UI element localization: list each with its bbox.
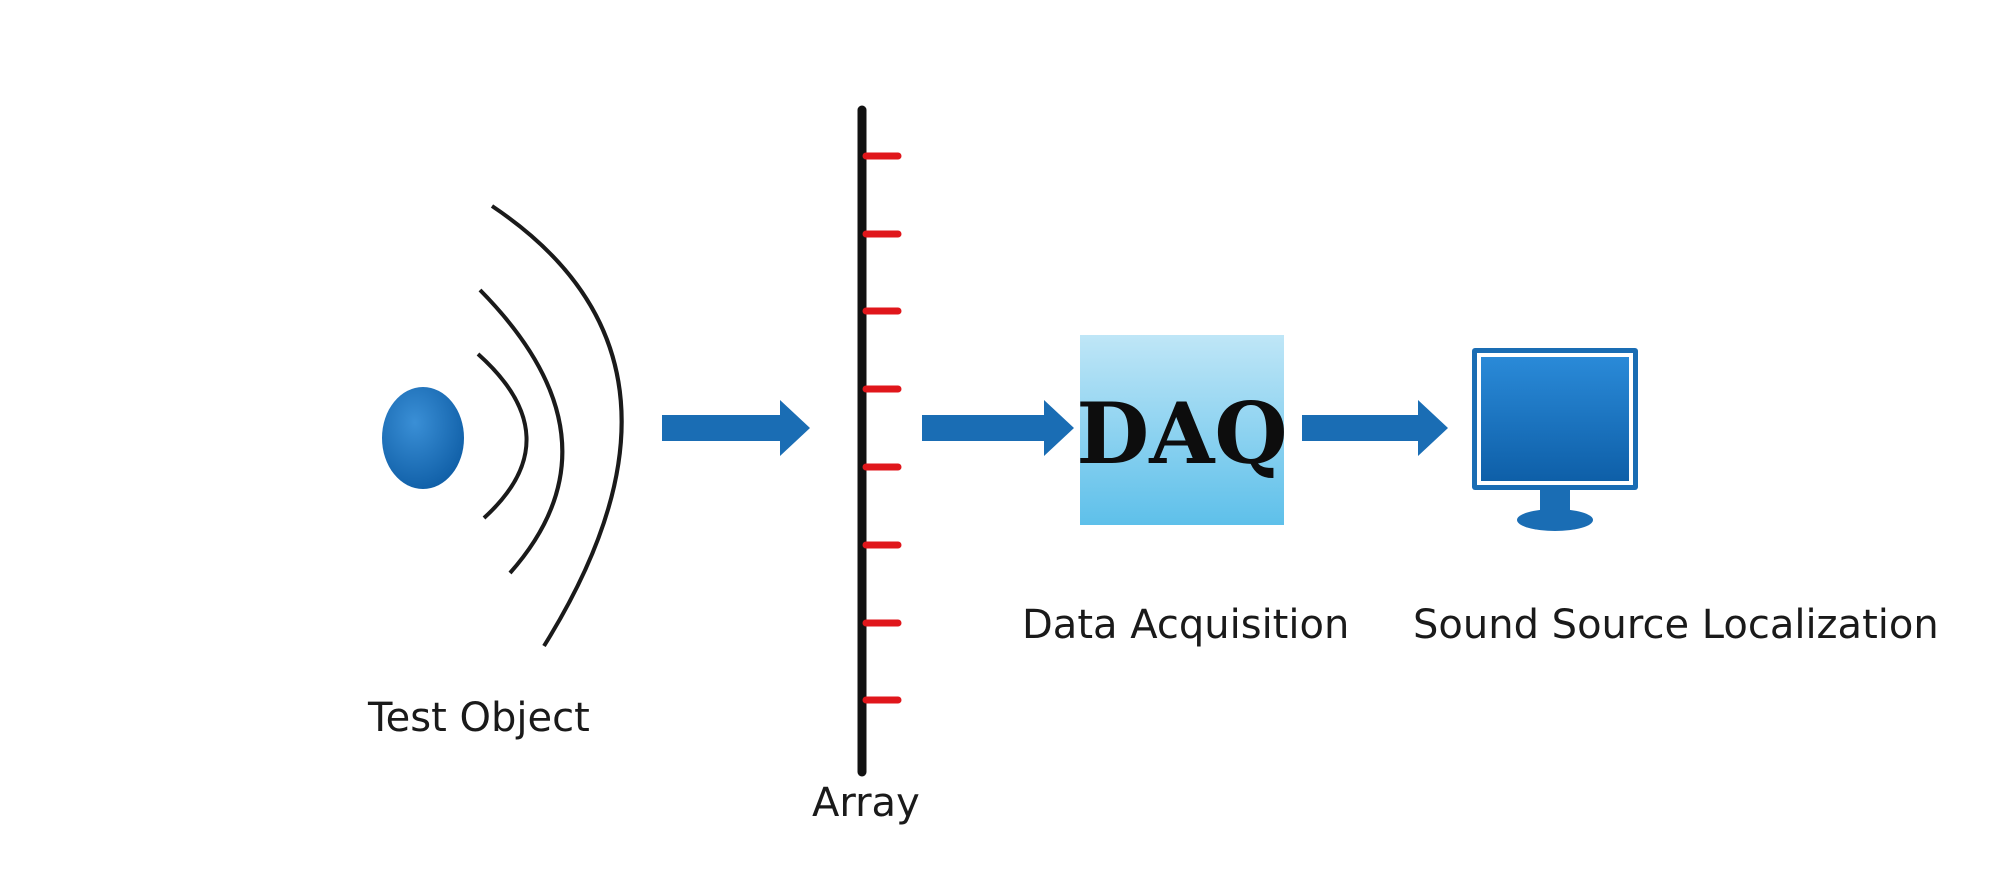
arrow-right-icon bbox=[922, 400, 1074, 456]
arrow-right-icon bbox=[1302, 400, 1448, 456]
sound-source-localization-label: Sound Source Localization bbox=[1413, 602, 1939, 648]
sound-source-icon bbox=[382, 387, 464, 489]
arrow-right-icon bbox=[662, 400, 810, 456]
test-object-label: Test Object bbox=[368, 695, 590, 741]
daq-label: DAQ bbox=[1076, 384, 1287, 483]
array-label: Array bbox=[812, 780, 920, 826]
data-acquisition-label: Data Acquisition bbox=[1022, 602, 1350, 648]
microphone-array-icon bbox=[857, 105, 902, 777]
computer-monitor-icon bbox=[1472, 348, 1638, 531]
sound-wave-icon bbox=[476, 204, 624, 648]
daq-box: DAQ bbox=[1076, 335, 1288, 525]
